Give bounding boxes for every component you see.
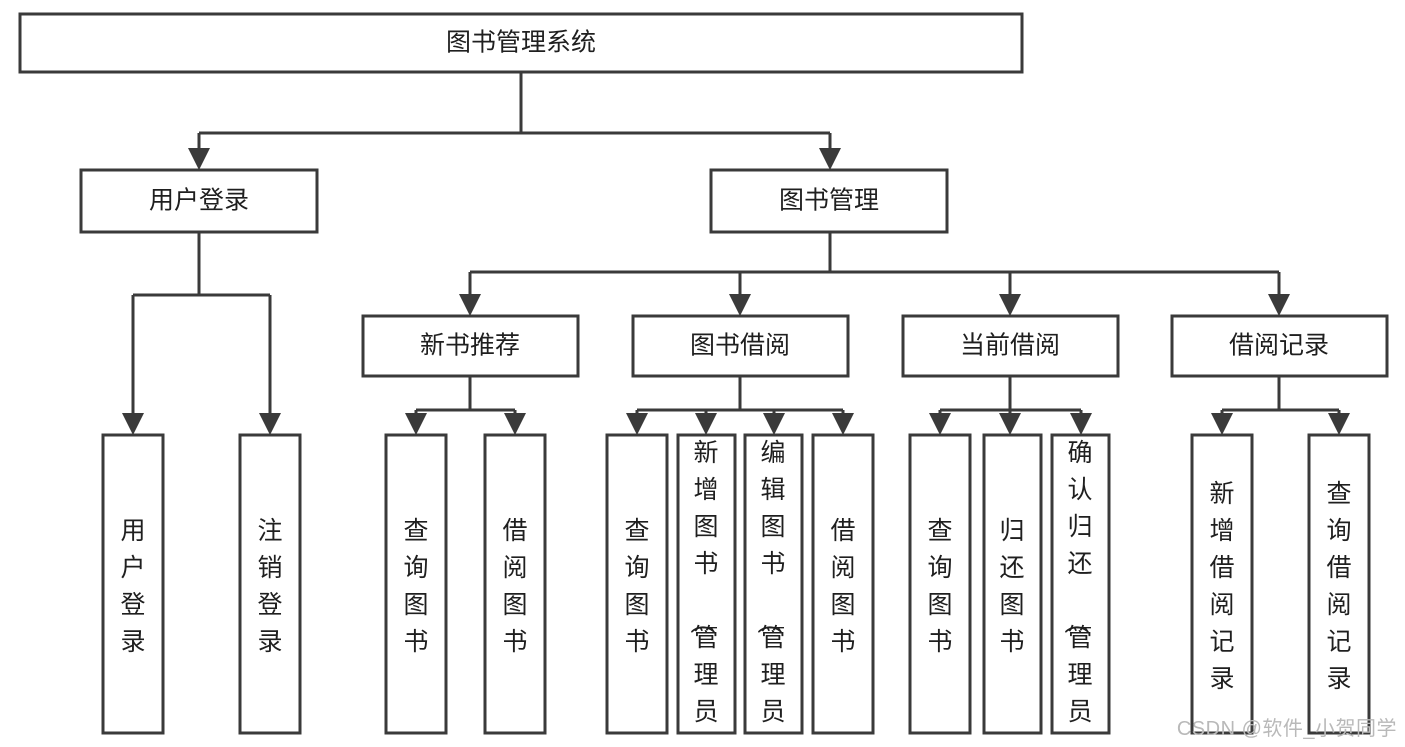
node-leaf-query-borrow-record-label: 查询借阅记录 <box>1326 480 1351 693</box>
node-new-book-recommend-label: 新书推荐 <box>420 332 520 360</box>
node-leaf-query-borrow-record-box[interactable] <box>1307 433 1371 735</box>
node-book-borrow-box[interactable] <box>631 314 850 378</box>
arrowhead-new-book-recommend <box>459 294 481 316</box>
node-leaf-add-book-admin-label: 新增图书（管理员） <box>687 439 718 747</box>
leaf-layer: 用户登录 注销登录 查询图书 借阅图书 查询图书 新增图书（管理员） <box>101 433 1371 747</box>
node-leaf-query-book-rec[interactable]: 查询图书 <box>384 433 448 735</box>
node-new-book-recommend-box[interactable] <box>361 314 580 378</box>
node-leaf-query-book-current-box[interactable] <box>908 433 972 735</box>
watermark: CSDN @软件_小贺同学 <box>1176 718 1397 740</box>
node-new-book-recommend[interactable]: 新书推荐 <box>361 314 580 378</box>
node-borrow-record-label: 借阅记录 <box>1229 332 1329 360</box>
connector-layer <box>122 72 1350 435</box>
connector-book-manage-bus <box>468 232 1281 298</box>
arrowhead-leaf-query-book-borrow <box>626 413 648 435</box>
node-leaf-user-login-label: 用户登录 <box>120 517 145 656</box>
connector-new-book-recommend-bus <box>414 376 517 417</box>
node-book-manage-box[interactable] <box>709 168 949 234</box>
node-leaf-edit-book-admin-label: 编辑图书（管理员） <box>754 439 785 747</box>
node-leaf-edit-book-admin[interactable]: 编辑图书（管理员） <box>743 433 804 747</box>
node-leaf-borrow-book-box[interactable] <box>811 433 875 735</box>
node-book-borrow-label: 图书借阅 <box>690 332 790 360</box>
node-leaf-query-book-borrow[interactable]: 查询图书 <box>605 433 669 735</box>
node-leaf-query-book-borrow-label: 查询图书 <box>624 517 649 656</box>
node-leaf-confirm-return-admin-box[interactable] <box>1050 433 1111 735</box>
node-book-borrow[interactable]: 图书借阅 <box>631 314 850 378</box>
node-leaf-return-book-label: 归还图书 <box>999 517 1024 656</box>
node-leaf-query-book-current-label: 查询图书 <box>927 517 952 656</box>
node-leaf-logout-login-label: 注销登录 <box>257 517 282 656</box>
connector-current-borrow-bus <box>938 376 1083 417</box>
node-root[interactable]: 图书管理系统 <box>18 12 1024 74</box>
node-borrow-record-box[interactable] <box>1170 314 1389 378</box>
arrowhead-leaf-borrow-book <box>832 413 854 435</box>
node-leaf-user-login[interactable]: 用户登录 <box>101 433 165 735</box>
node-leaf-logout-login[interactable]: 注销登录 <box>238 433 302 735</box>
node-leaf-return-book[interactable]: 归还图书 <box>982 433 1043 735</box>
arrowhead-book-borrow <box>729 294 751 316</box>
node-current-borrow-box[interactable] <box>901 314 1120 378</box>
arrowhead-user-login <box>188 148 210 170</box>
node-user-login-box[interactable] <box>79 168 319 234</box>
node-leaf-add-borrow-record-label: 新增借阅记录 <box>1209 480 1234 693</box>
node-leaf-borrow-book-rec[interactable]: 借阅图书 <box>483 433 547 735</box>
node-leaf-borrow-book-rec-box[interactable] <box>483 433 547 735</box>
connector-user-login-bus <box>131 232 272 417</box>
arrowhead-leaf-edit-book-admin <box>763 413 785 435</box>
node-leaf-add-borrow-record[interactable]: 新增借阅记录 <box>1190 433 1254 735</box>
node-leaf-borrow-book-rec-label: 借阅图书 <box>502 517 527 656</box>
node-leaf-borrow-book-label: 借阅图书 <box>830 517 855 656</box>
node-root-label: 图书管理系统 <box>446 29 596 57</box>
connector-book-borrow-bus <box>635 376 845 417</box>
node-leaf-query-book-borrow-box[interactable] <box>605 433 669 735</box>
arrowhead-leaf-add-book-admin <box>695 413 717 435</box>
node-leaf-query-borrow-record[interactable]: 查询借阅记录 <box>1307 433 1371 735</box>
node-leaf-query-book-current[interactable]: 查询图书 <box>908 433 972 735</box>
arrowhead-book-manage <box>819 148 841 170</box>
connector-borrow-record-bus <box>1220 376 1341 417</box>
node-book-manage-label: 图书管理 <box>779 187 879 215</box>
arrowhead-leaf-query-borrow-record <box>1328 413 1350 435</box>
node-leaf-confirm-return-admin-label: 确认归还（管理员） <box>1061 439 1092 747</box>
node-borrow-record[interactable]: 借阅记录 <box>1170 314 1389 378</box>
node-leaf-query-book-rec-label: 查询图书 <box>403 517 428 656</box>
node-leaf-add-book-admin[interactable]: 新增图书（管理员） <box>676 433 737 747</box>
arrowhead-borrow-record <box>1268 294 1290 316</box>
node-current-borrow[interactable]: 当前借阅 <box>901 314 1120 378</box>
node-leaf-logout-login-box[interactable] <box>238 433 302 735</box>
connector-root-bus <box>197 72 832 152</box>
node-leaf-query-book-rec-box[interactable] <box>384 433 448 735</box>
node-leaf-borrow-book[interactable]: 借阅图书 <box>811 433 875 735</box>
node-current-borrow-label: 当前借阅 <box>960 332 1060 360</box>
arrowhead-leaf-user-login <box>122 413 144 435</box>
arrowhead-current-borrow <box>999 294 1021 316</box>
node-leaf-add-book-admin-box[interactable] <box>676 433 737 735</box>
node-root-box[interactable] <box>18 12 1024 74</box>
node-leaf-edit-book-admin-box[interactable] <box>743 433 804 735</box>
arrowhead-leaf-confirm-return-admin <box>1070 413 1092 435</box>
node-leaf-user-login-box[interactable] <box>101 433 165 735</box>
arrowhead-leaf-query-book-current <box>929 413 951 435</box>
arrowhead-leaf-borrow-book-rec <box>504 413 526 435</box>
arrowhead-leaf-return-book <box>999 413 1021 435</box>
node-book-manage[interactable]: 图书管理 <box>709 168 949 234</box>
arrowhead-leaf-query-book-rec <box>405 413 427 435</box>
node-user-login[interactable]: 用户登录 <box>79 168 319 234</box>
arrowhead-leaf-logout-login <box>259 413 281 435</box>
node-user-login-label: 用户登录 <box>149 187 249 215</box>
node-leaf-return-book-box[interactable] <box>982 433 1043 735</box>
node-leaf-confirm-return-admin[interactable]: 确认归还（管理员） <box>1050 433 1111 747</box>
node-leaf-add-borrow-record-box[interactable] <box>1190 433 1254 735</box>
arrowhead-leaf-add-borrow-record <box>1211 413 1233 435</box>
